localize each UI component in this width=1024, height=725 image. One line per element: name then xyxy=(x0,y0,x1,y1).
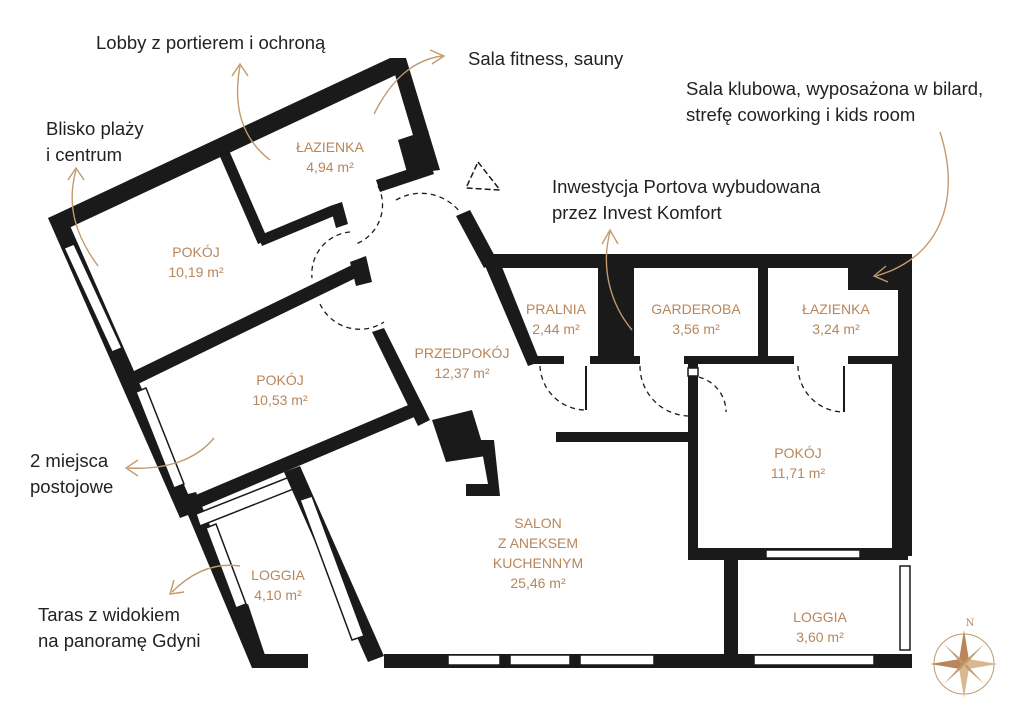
compass-icon: N xyxy=(930,618,998,698)
loggia1-area: 4,10 m² xyxy=(254,587,302,603)
bathroom1-area: 4,94 m² xyxy=(306,159,354,175)
note-club-line2: strefę coworking i kids room xyxy=(686,104,916,126)
bathroom1-name: ŁAZIENKA xyxy=(296,139,364,155)
door-swings xyxy=(311,185,845,417)
outer-walls-left-wing xyxy=(48,58,440,518)
interior-walls-left-wing xyxy=(132,148,500,512)
room1-name: POKÓJ xyxy=(172,244,219,260)
note-terrace: Taras z widokiem na panoramę Gdyni xyxy=(38,602,201,655)
note-lobby-text: Lobby z portierem i ochroną xyxy=(96,32,326,53)
note-club: Sala klubowa, wyposażona w bilard, stref… xyxy=(686,76,983,129)
note-terrace-line1: Taras z widokiem xyxy=(38,604,180,625)
loggia1-walls xyxy=(180,466,384,668)
hallway-name: PRZEDPOKÓJ xyxy=(415,345,510,361)
room2-area: 10,53 m² xyxy=(252,392,308,408)
room1-area: 10,19 m² xyxy=(168,264,224,280)
salon-name-line1: SALON xyxy=(514,515,561,531)
note-fitness: Sala fitness, sauny xyxy=(468,46,623,72)
compass-north-label: N xyxy=(966,618,975,629)
loggia2-area: 3,60 m² xyxy=(796,629,844,645)
note-investment-line2: przez Invest Komfort xyxy=(552,202,722,224)
note-terrace-line2: na panoramę Gdyni xyxy=(38,630,201,652)
note-beach: Blisko plaży i centrum xyxy=(46,116,144,169)
wardrobe-name: GARDEROBA xyxy=(651,301,741,317)
salon-name-line2: Z ANEKSEM xyxy=(498,535,578,551)
bathroom2-name: ŁAZIENKA xyxy=(802,301,870,317)
room3-area: 11,71 m² xyxy=(771,465,826,481)
note-investment: Inwestycja Portova wybudowana przez Inve… xyxy=(552,174,820,227)
laundry-name: PRALNIA xyxy=(526,301,587,317)
laundry-area: 2,44 m² xyxy=(532,321,580,337)
loggia2-name: LOGGIA xyxy=(793,609,847,625)
note-parking: 2 miejsca postojowe xyxy=(30,448,113,501)
note-club-line1: Sala klubowa, wyposażona w bilard, xyxy=(686,78,984,99)
note-parking-line1: 2 miejsca xyxy=(30,450,109,471)
note-investment-line1: Inwestycja Portova wybudowana xyxy=(552,176,821,197)
outer-walls-right-wing xyxy=(384,254,912,668)
annotation-arrows xyxy=(67,49,949,595)
note-beach-line2: i centrum xyxy=(46,144,123,166)
note-parking-line2: postojowe xyxy=(30,476,114,498)
loggia1-name: LOGGIA xyxy=(251,567,305,583)
note-fitness-text: Sala fitness, sauny xyxy=(468,48,624,69)
hallway-area: 12,37 m² xyxy=(434,365,490,381)
salon-name-line3: KUCHENNYM xyxy=(493,555,583,571)
wardrobe-area: 3,56 m² xyxy=(672,321,720,337)
note-lobby: Lobby z portierem i ochroną xyxy=(96,30,325,56)
note-beach-line1: Blisko plaży xyxy=(46,118,144,139)
salon-area: 25,46 m² xyxy=(510,575,566,591)
room3-name: POKÓJ xyxy=(774,445,821,461)
interior-walls-right-wing xyxy=(486,262,908,668)
bathroom2-area: 3,24 m² xyxy=(812,321,860,337)
room-labels: ŁAZIENKA 4,94 m² POKÓJ 10,19 m² POKÓJ 10… xyxy=(168,139,870,645)
entrance-triangle-icon xyxy=(464,160,502,191)
room2-name: POKÓJ xyxy=(256,372,303,388)
